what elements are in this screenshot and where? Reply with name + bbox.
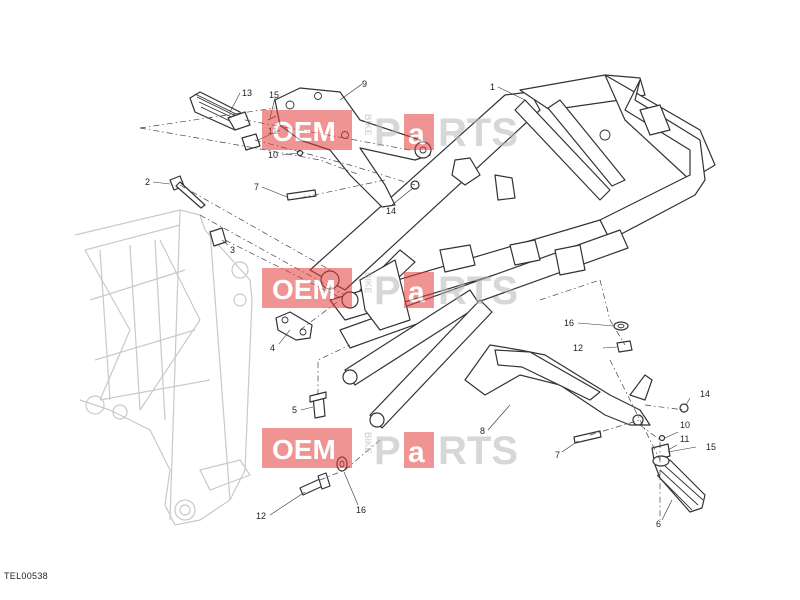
callout-7b: 7 xyxy=(555,450,560,460)
watermark-p: P xyxy=(374,269,401,313)
callout-1: 1 xyxy=(490,82,495,92)
callout-14b: 14 xyxy=(700,389,710,399)
watermark-oem: OEM xyxy=(272,116,336,147)
watermark-rts: RTS xyxy=(438,429,518,473)
bolt-12-right xyxy=(616,340,633,353)
callout-9: 9 xyxy=(362,79,367,89)
callout-2: 2 xyxy=(145,177,150,187)
callout-6: 6 xyxy=(656,519,661,529)
watermark-bike: BIKE xyxy=(363,432,373,454)
watermark-bike: BIKE xyxy=(363,272,373,294)
callout-12b: 12 xyxy=(256,511,266,521)
nut-right xyxy=(679,403,689,413)
watermark-top: OEM BIKE P a RTS xyxy=(262,110,518,155)
pin-left xyxy=(286,189,317,201)
bolt-5 xyxy=(309,391,327,419)
watermark-p: P xyxy=(374,429,401,473)
callout-15a: 15 xyxy=(269,90,279,100)
bolt-12-lower xyxy=(299,472,331,496)
right-footpeg-hardware xyxy=(651,434,671,461)
watermark-a: a xyxy=(408,436,425,469)
callout-4: 4 xyxy=(270,343,275,353)
watermark-oem: OEM xyxy=(272,434,336,465)
watermark-bottom: OEM BIKE P a RTS xyxy=(262,428,518,473)
watermark: OEM BIKE P a RTS OEM BIKE P a RTS OEM BI… xyxy=(262,110,518,473)
callout-7a: 7 xyxy=(254,182,259,192)
callout-13: 13 xyxy=(242,88,252,98)
right-footpeg xyxy=(652,455,706,513)
watermark-oem: OEM xyxy=(272,274,336,305)
callout-8: 8 xyxy=(480,426,485,436)
plate-4 xyxy=(275,311,313,341)
right-footpeg-bracket xyxy=(464,344,653,426)
bushing-3 xyxy=(209,227,227,247)
watermark-rts: RTS xyxy=(438,111,518,155)
callout-15b: 15 xyxy=(706,442,716,452)
callout-12a: 12 xyxy=(573,343,583,353)
watermark-rts: RTS xyxy=(438,269,518,313)
watermark-a: a xyxy=(408,276,425,309)
callout-3: 3 xyxy=(230,245,235,255)
leader-lines xyxy=(152,83,697,521)
callout-11b: 11 xyxy=(680,434,689,444)
main-frame-outline xyxy=(74,209,253,526)
callout-14a: 14 xyxy=(386,206,396,216)
callout-16b: 16 xyxy=(356,505,366,515)
rear-subframe xyxy=(309,74,716,429)
watermark-p: P xyxy=(374,111,401,155)
callout-10a: 10 xyxy=(268,150,278,160)
left-footpeg xyxy=(189,91,251,131)
watermark-a: a xyxy=(408,118,425,151)
bolt-2 xyxy=(169,175,206,209)
washer-16-right xyxy=(613,321,629,331)
callout-10b: 10 xyxy=(680,420,690,430)
watermark-bike: BIKE xyxy=(363,114,373,136)
diagram-reference-code: TEL00538 xyxy=(4,571,48,581)
watermark-middle: OEM BIKE P a RTS xyxy=(262,268,518,313)
callout-5: 5 xyxy=(292,405,297,415)
callout-16a: 16 xyxy=(564,318,574,328)
